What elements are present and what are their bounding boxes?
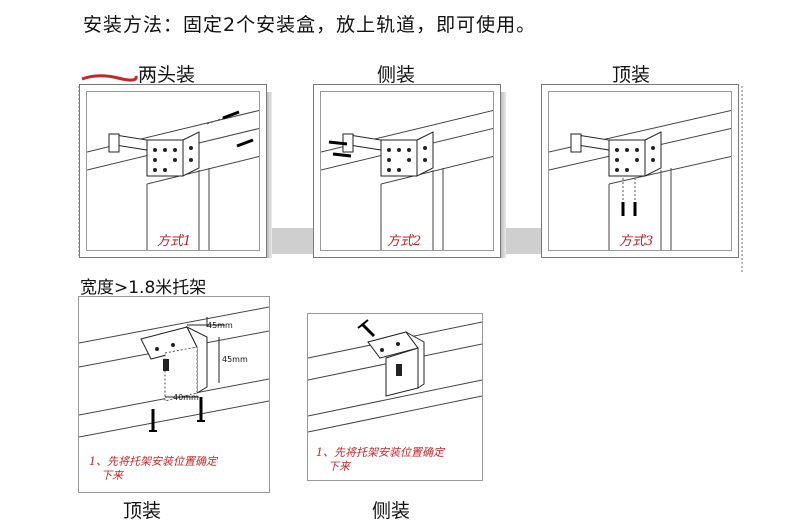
label-top-mount: 顶装 [612,64,651,86]
note-line-2-side: 下来 [328,460,350,473]
caption-method-2: 方式2 [387,234,422,249]
panel-method-2: 方式2 [313,84,501,258]
bracket-illustration-1 [87,109,259,250]
bracket-top-illustration [79,306,269,438]
bracket-illustration-2 [321,109,493,250]
panel-method-3: 方式3 [541,84,739,258]
panel-bracket-side: 1、先将托架安装位置确定 下来 [307,313,483,481]
bracket-illustration-3 [549,109,731,250]
caption-method-3: 方式3 [619,234,654,249]
dim-label-2: 45mm [222,355,248,364]
panel-method-1: 方式1 [79,84,267,258]
section-label-width: 宽度>1.8米托架 [80,278,207,298]
note-line-1: 1、先将托架安装位置确定 [89,455,217,468]
panel-shadow-1 [267,92,272,258]
panel-shadow-2 [501,92,506,258]
note-line-2: 下来 [101,469,123,482]
gray-band-1 [264,228,314,254]
note-line-1-side: 1、先将托架安装位置确定 [316,446,444,459]
dotted-guide-right [741,86,743,272]
label-bottom-top-mount: 顶装 [123,500,162,522]
label-side-mount: 侧装 [377,64,416,86]
panel-bracket-top: 45mm 45mm 40mm 1、先将托架安装位置确定 下来 [78,296,270,493]
red-stroke-mark [81,74,138,82]
bracket-side-illustration [308,319,482,433]
caption-method-1: 方式1 [157,234,192,249]
label-bottom-side-mount: 侧装 [372,500,411,522]
label-both-ends: 两头装 [138,64,196,86]
dim-label-3: 40mm [173,393,199,402]
dim-label-1: 45mm [207,321,233,330]
page-title: 安装方法：固定2个安装盒，放上轨道，即可使用。 [83,14,537,36]
